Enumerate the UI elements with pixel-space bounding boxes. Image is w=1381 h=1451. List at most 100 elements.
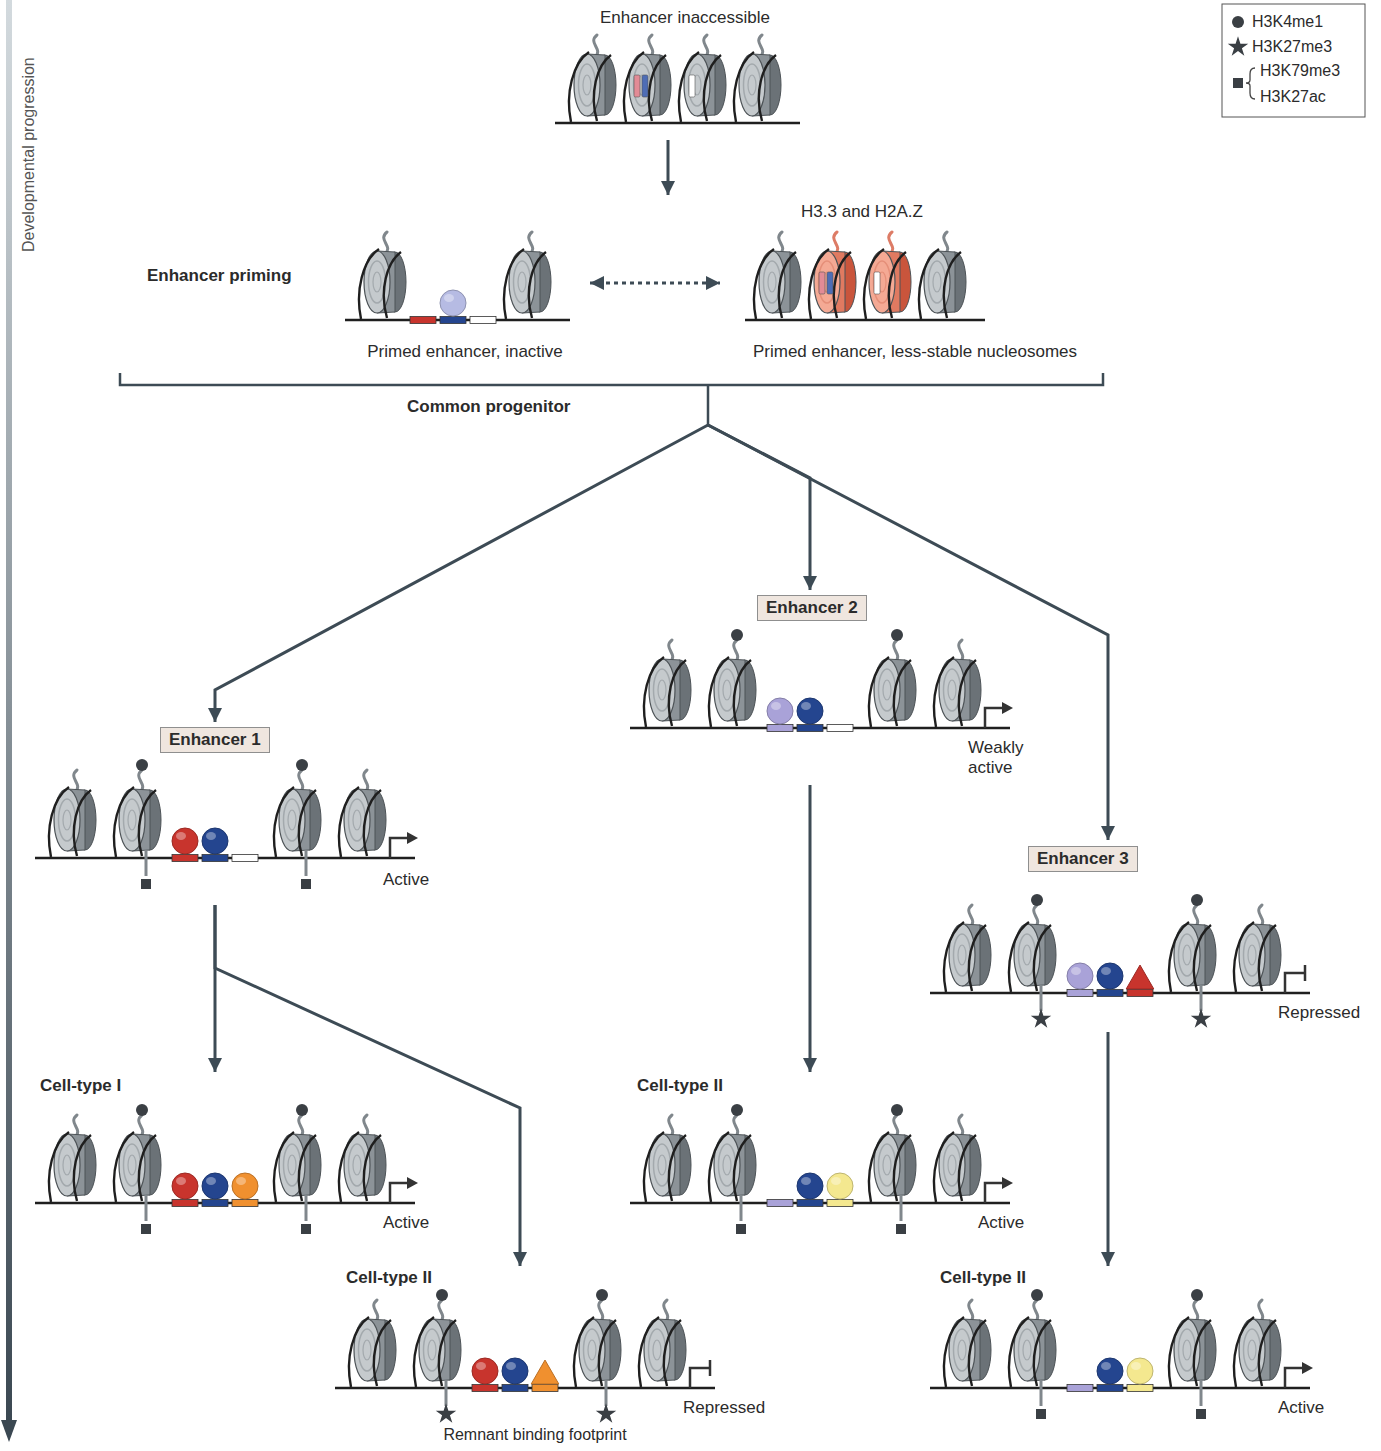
h3k4me1-mark (731, 1104, 743, 1116)
activity-label: Active (383, 1213, 429, 1233)
factor-highlight (1101, 1362, 1111, 1370)
histone-tail (894, 1115, 898, 1137)
dna-wrap (1034, 925, 1051, 991)
nucleosome-ring (128, 1155, 136, 1175)
modification-stem (900, 1195, 903, 1221)
factor-highlight (831, 1177, 841, 1185)
factor-highlight (801, 702, 811, 710)
state-caption: Primed enhancer, inactive (367, 342, 563, 362)
h3k4me1-mark (1191, 894, 1203, 906)
histone-variant-mark (819, 272, 825, 294)
factor-highlight (444, 294, 454, 302)
promoter-arrow (390, 1183, 408, 1203)
histone-tail (734, 1115, 738, 1137)
dna-wrap (889, 252, 906, 318)
dna-wrap (669, 660, 686, 726)
enhancer-tag: Enhancer 2 (757, 595, 867, 621)
h3k27me3-mark (436, 1403, 456, 1422)
promoter-arrowhead (407, 832, 418, 844)
dna-wrap (339, 1132, 359, 1202)
progression-bar (6, 0, 12, 1422)
dna-wrap (934, 1132, 954, 1202)
dna-wrap (624, 52, 644, 122)
nucleosome-ring (428, 1340, 436, 1360)
histone-tail (364, 770, 368, 792)
dna-wrap (759, 55, 776, 121)
histone-variant-mark (634, 75, 640, 97)
dna-wrap (569, 52, 589, 122)
chromatin-illustration (745, 232, 985, 320)
activity-label: Repressed (683, 1398, 765, 1418)
transcription-factor (531, 1360, 559, 1384)
h3k27ac-mark (141, 879, 151, 889)
transcription-factor (1127, 1358, 1153, 1384)
transcription-factor (1097, 963, 1123, 989)
h3k4me1-mark (436, 1289, 448, 1301)
dna-wrap (114, 787, 134, 857)
activity-label: Weakly active (968, 738, 1043, 778)
binding-site (202, 1200, 228, 1207)
activity-label: Active (978, 1213, 1024, 1233)
dna-wrap (299, 790, 316, 856)
nucleosome-ring (353, 810, 361, 830)
enhancer-tag: Enhancer 1 (160, 727, 270, 753)
histone-tail (894, 640, 898, 662)
transcription-factor (440, 290, 466, 316)
dna-wrap (574, 1317, 594, 1387)
dna-wrap (74, 790, 91, 856)
dna-wrap (734, 52, 754, 122)
promoter-arrow (690, 1368, 710, 1388)
legend-brace (1246, 68, 1255, 99)
histone-tail (834, 232, 838, 254)
nucleosome-ring (353, 1155, 361, 1175)
lineage-arrow (708, 425, 810, 590)
binding-site (1097, 1385, 1123, 1392)
chromatin-illustration (345, 232, 570, 324)
transcription-factor (202, 1173, 228, 1199)
dna-wrap (734, 660, 751, 726)
binding-site (767, 725, 793, 732)
h3k4me1-mark (1031, 894, 1043, 906)
h3k4me1-mark (596, 1289, 608, 1301)
footprint-note: Remnant binding footprint (443, 1426, 626, 1444)
binding-site (472, 1385, 498, 1392)
h3k4me1-mark (296, 1104, 308, 1116)
dna-wrap (1234, 1317, 1254, 1387)
legend-label: H3K79me3 (1260, 61, 1340, 81)
h3k27ac-mark (896, 1224, 906, 1234)
nucleosome-ring (1023, 1340, 1031, 1360)
h3k27me3-mark (1191, 1008, 1211, 1027)
dna-wrap (49, 1132, 69, 1202)
stage-heading: Common progenitor (407, 397, 570, 417)
transcription-factor (232, 1173, 258, 1199)
histone-tail (529, 232, 533, 254)
modification-stem (445, 1380, 448, 1406)
histone-variant-mark (689, 75, 695, 97)
histone-tail (1194, 905, 1198, 927)
histone-tail (889, 232, 893, 254)
dna-wrap (669, 1135, 686, 1201)
dna-wrap (869, 657, 889, 727)
promoter-arrow (985, 1183, 1003, 1203)
histone-tail (969, 905, 973, 927)
row-label: Enhancer priming (147, 266, 292, 286)
h3k27ac-mark (301, 1224, 311, 1234)
chromatin-state: H3.3 and H2A.ZPrimed enhancer, less-stab… (720, 200, 1110, 364)
h3k4me1-mark (731, 629, 743, 641)
binding-site (502, 1385, 528, 1392)
enhancer-state: Enhancer 3Repressed (935, 840, 1370, 1032)
legend-square-symbol (1233, 78, 1243, 88)
transcription-factor (797, 698, 823, 724)
dna-wrap (1194, 925, 1211, 991)
histone-tail (1259, 1300, 1263, 1322)
promoter-arrow (985, 708, 1003, 728)
factor-highlight (1071, 967, 1081, 975)
chromatin-illustration (630, 629, 1013, 732)
histone-tail (664, 1300, 668, 1322)
dna-wrap (384, 252, 401, 318)
factor-highlight (801, 1177, 811, 1185)
dna-wrap (74, 1135, 91, 1201)
modification-stem (740, 1195, 743, 1221)
legend-frame (1222, 4, 1365, 117)
